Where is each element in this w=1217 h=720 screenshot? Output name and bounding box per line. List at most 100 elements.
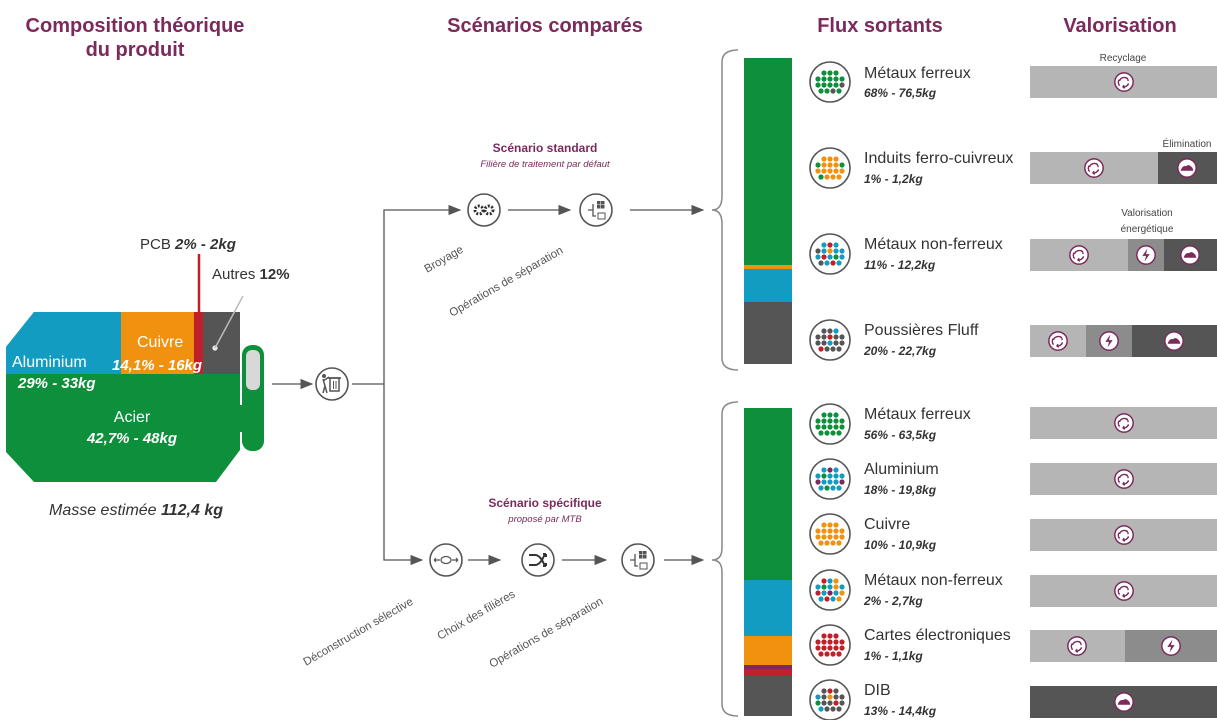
deconstruction-icon bbox=[429, 543, 463, 577]
specific-stacked-bar bbox=[744, 408, 792, 716]
scenario-specifique-title: Scénario spécifique bbox=[488, 496, 602, 510]
dot-composition-icon bbox=[809, 403, 851, 445]
flux-name: Métaux non-ferreux bbox=[864, 572, 1003, 589]
recycle-icon bbox=[1067, 636, 1087, 656]
standard-stacked-bar bbox=[744, 58, 792, 364]
flux-value: 18% - 19,8kg bbox=[864, 483, 937, 497]
flux-name: Métaux non-ferreux bbox=[864, 236, 1003, 253]
autres-label: Autres 12% bbox=[212, 266, 290, 283]
gears-icon bbox=[466, 192, 502, 228]
brace-specifique bbox=[711, 401, 739, 717]
recycle-icon bbox=[1114, 72, 1134, 92]
bar-seg-cartes bbox=[744, 669, 792, 676]
dot-composition-icon bbox=[809, 458, 851, 500]
flux-name: Cuivre bbox=[864, 516, 910, 533]
step-separation-standard: Opérations de séparation bbox=[448, 245, 566, 320]
aluminium-name: Aluminium bbox=[12, 354, 87, 371]
masse-value: 112,4 kg bbox=[161, 502, 223, 519]
step-separation-specifique: Opérations de séparation bbox=[488, 596, 606, 671]
dot-composition-icon bbox=[809, 147, 851, 189]
valo-bar-ferreux bbox=[1030, 66, 1217, 98]
flux-value: 2% - 2,7kg bbox=[863, 594, 923, 608]
dot-composition-icon bbox=[809, 624, 851, 666]
cuivre-value: 14,1% - 16kg bbox=[112, 357, 202, 374]
composition-title-line2: du produit bbox=[85, 39, 185, 61]
separation-icon bbox=[621, 543, 655, 577]
flux-item: Cuivre 10% - 10,9kg bbox=[864, 516, 937, 552]
flux-value: 13% - 14,4kg bbox=[864, 704, 937, 718]
dot-composition-icon bbox=[809, 233, 851, 275]
flux-value: 68% - 76,5kg bbox=[864, 86, 937, 100]
flux-name: DIB bbox=[864, 682, 891, 699]
flux-name: Aluminium bbox=[864, 461, 939, 478]
scenario-specifique-subtitle: proposé par MTB bbox=[507, 514, 582, 525]
flux-item: Métaux non-ferreux 2% - 2,7kg bbox=[863, 572, 1003, 608]
trash-icon bbox=[315, 367, 349, 401]
flux-item: Induits ferro-cuivreux 1% - 1,2kg bbox=[864, 150, 1013, 186]
energy-icon bbox=[1161, 636, 1181, 656]
valo-bar-nonferreux bbox=[1030, 575, 1217, 607]
flux-title: Flux sortants bbox=[817, 15, 943, 37]
flux-value: 10% - 10,9kg bbox=[864, 538, 937, 552]
flux-item: Cartes électroniques 1% - 1,1kg bbox=[864, 627, 1011, 663]
pcb-label-prefix: PCB bbox=[140, 236, 175, 253]
valorisation-title: Valorisation bbox=[1063, 15, 1177, 37]
valo-bar-nonferreux bbox=[1030, 239, 1217, 271]
elimination-icon bbox=[1177, 158, 1197, 178]
autres-leader bbox=[214, 295, 244, 349]
recycle-icon bbox=[1084, 158, 1104, 178]
recycle-icon bbox=[1048, 331, 1068, 351]
pcb-label-value: 2% - 2kg bbox=[174, 236, 236, 253]
standard-flux-list: Métaux ferreux 68% - 76,5kg Induits ferr… bbox=[863, 65, 1013, 358]
flux-item: Métaux ferreux 56% - 63,5kg bbox=[864, 406, 971, 442]
valo-bar-dib bbox=[1030, 686, 1217, 718]
autres-label-prefix: Autres bbox=[212, 266, 260, 283]
recycle-icon bbox=[1114, 413, 1134, 433]
valo-bar-induits bbox=[1030, 152, 1217, 184]
dot-composition-icon bbox=[809, 679, 851, 720]
flux-value: 56% - 63,5kg bbox=[864, 428, 937, 442]
recycle-icon bbox=[1114, 581, 1134, 601]
valo-bar-aluminium bbox=[1030, 463, 1217, 495]
flux-item: Poussières Fluff 20% - 22,7kg bbox=[863, 322, 979, 358]
aluminium-value: 29% - 33kg bbox=[17, 375, 96, 392]
flux-name: Cartes électroniques bbox=[864, 627, 1011, 644]
flux-value: 11% - 12,2kg bbox=[864, 258, 936, 272]
valo-bar-cartes bbox=[1030, 630, 1217, 662]
label-recyclage: Recyclage bbox=[1100, 53, 1147, 64]
bar-seg-fluff bbox=[744, 302, 792, 364]
scenario-standard-subtitle: Filière de traitement par défaut bbox=[480, 159, 610, 170]
bar-seg-ferreux bbox=[744, 408, 792, 580]
dot-composition-icon bbox=[809, 513, 851, 555]
flux-value: 1% - 1,1kg bbox=[864, 649, 923, 663]
valo-bar-ferreux bbox=[1030, 407, 1217, 439]
bar-seg-ferreux bbox=[744, 58, 792, 265]
energy-icon bbox=[1099, 331, 1119, 351]
flow-lines bbox=[272, 204, 705, 566]
bar-seg-nonferreux bbox=[744, 269, 792, 302]
flux-item: Aluminium 18% - 19,8kg bbox=[864, 461, 939, 497]
bar-seg-dib bbox=[744, 676, 792, 716]
brace-standard bbox=[711, 49, 739, 371]
flux-name: Métaux ferreux bbox=[864, 406, 971, 423]
product-diagram bbox=[6, 254, 264, 482]
bar-seg-cuivre bbox=[744, 636, 792, 665]
dot-composition-icon bbox=[809, 319, 851, 361]
composition-title: Composition théorique du produit bbox=[10, 14, 260, 62]
separation-icon bbox=[579, 193, 613, 227]
acier-value: 42,7% - 48kg bbox=[86, 430, 177, 447]
step-choix-filieres: Choix des filières bbox=[436, 588, 518, 642]
pcb-label: PCB 2% - 2kg bbox=[140, 236, 236, 253]
dot-composition-icon bbox=[809, 61, 851, 103]
flux-item: DIB 13% - 14,4kg bbox=[864, 682, 937, 718]
cuivre-segment bbox=[121, 312, 194, 374]
dot-composition-icons bbox=[809, 61, 851, 720]
autres-segment bbox=[203, 312, 240, 374]
bar-seg-aluminium bbox=[744, 580, 792, 636]
aluminium-segment bbox=[6, 312, 121, 374]
elimination-icon bbox=[1180, 245, 1200, 265]
recycle-icon bbox=[1069, 245, 1089, 265]
dot-composition-icon bbox=[809, 569, 851, 611]
autres-label-value: 12% bbox=[260, 266, 290, 283]
recycle-icon bbox=[1114, 525, 1134, 545]
